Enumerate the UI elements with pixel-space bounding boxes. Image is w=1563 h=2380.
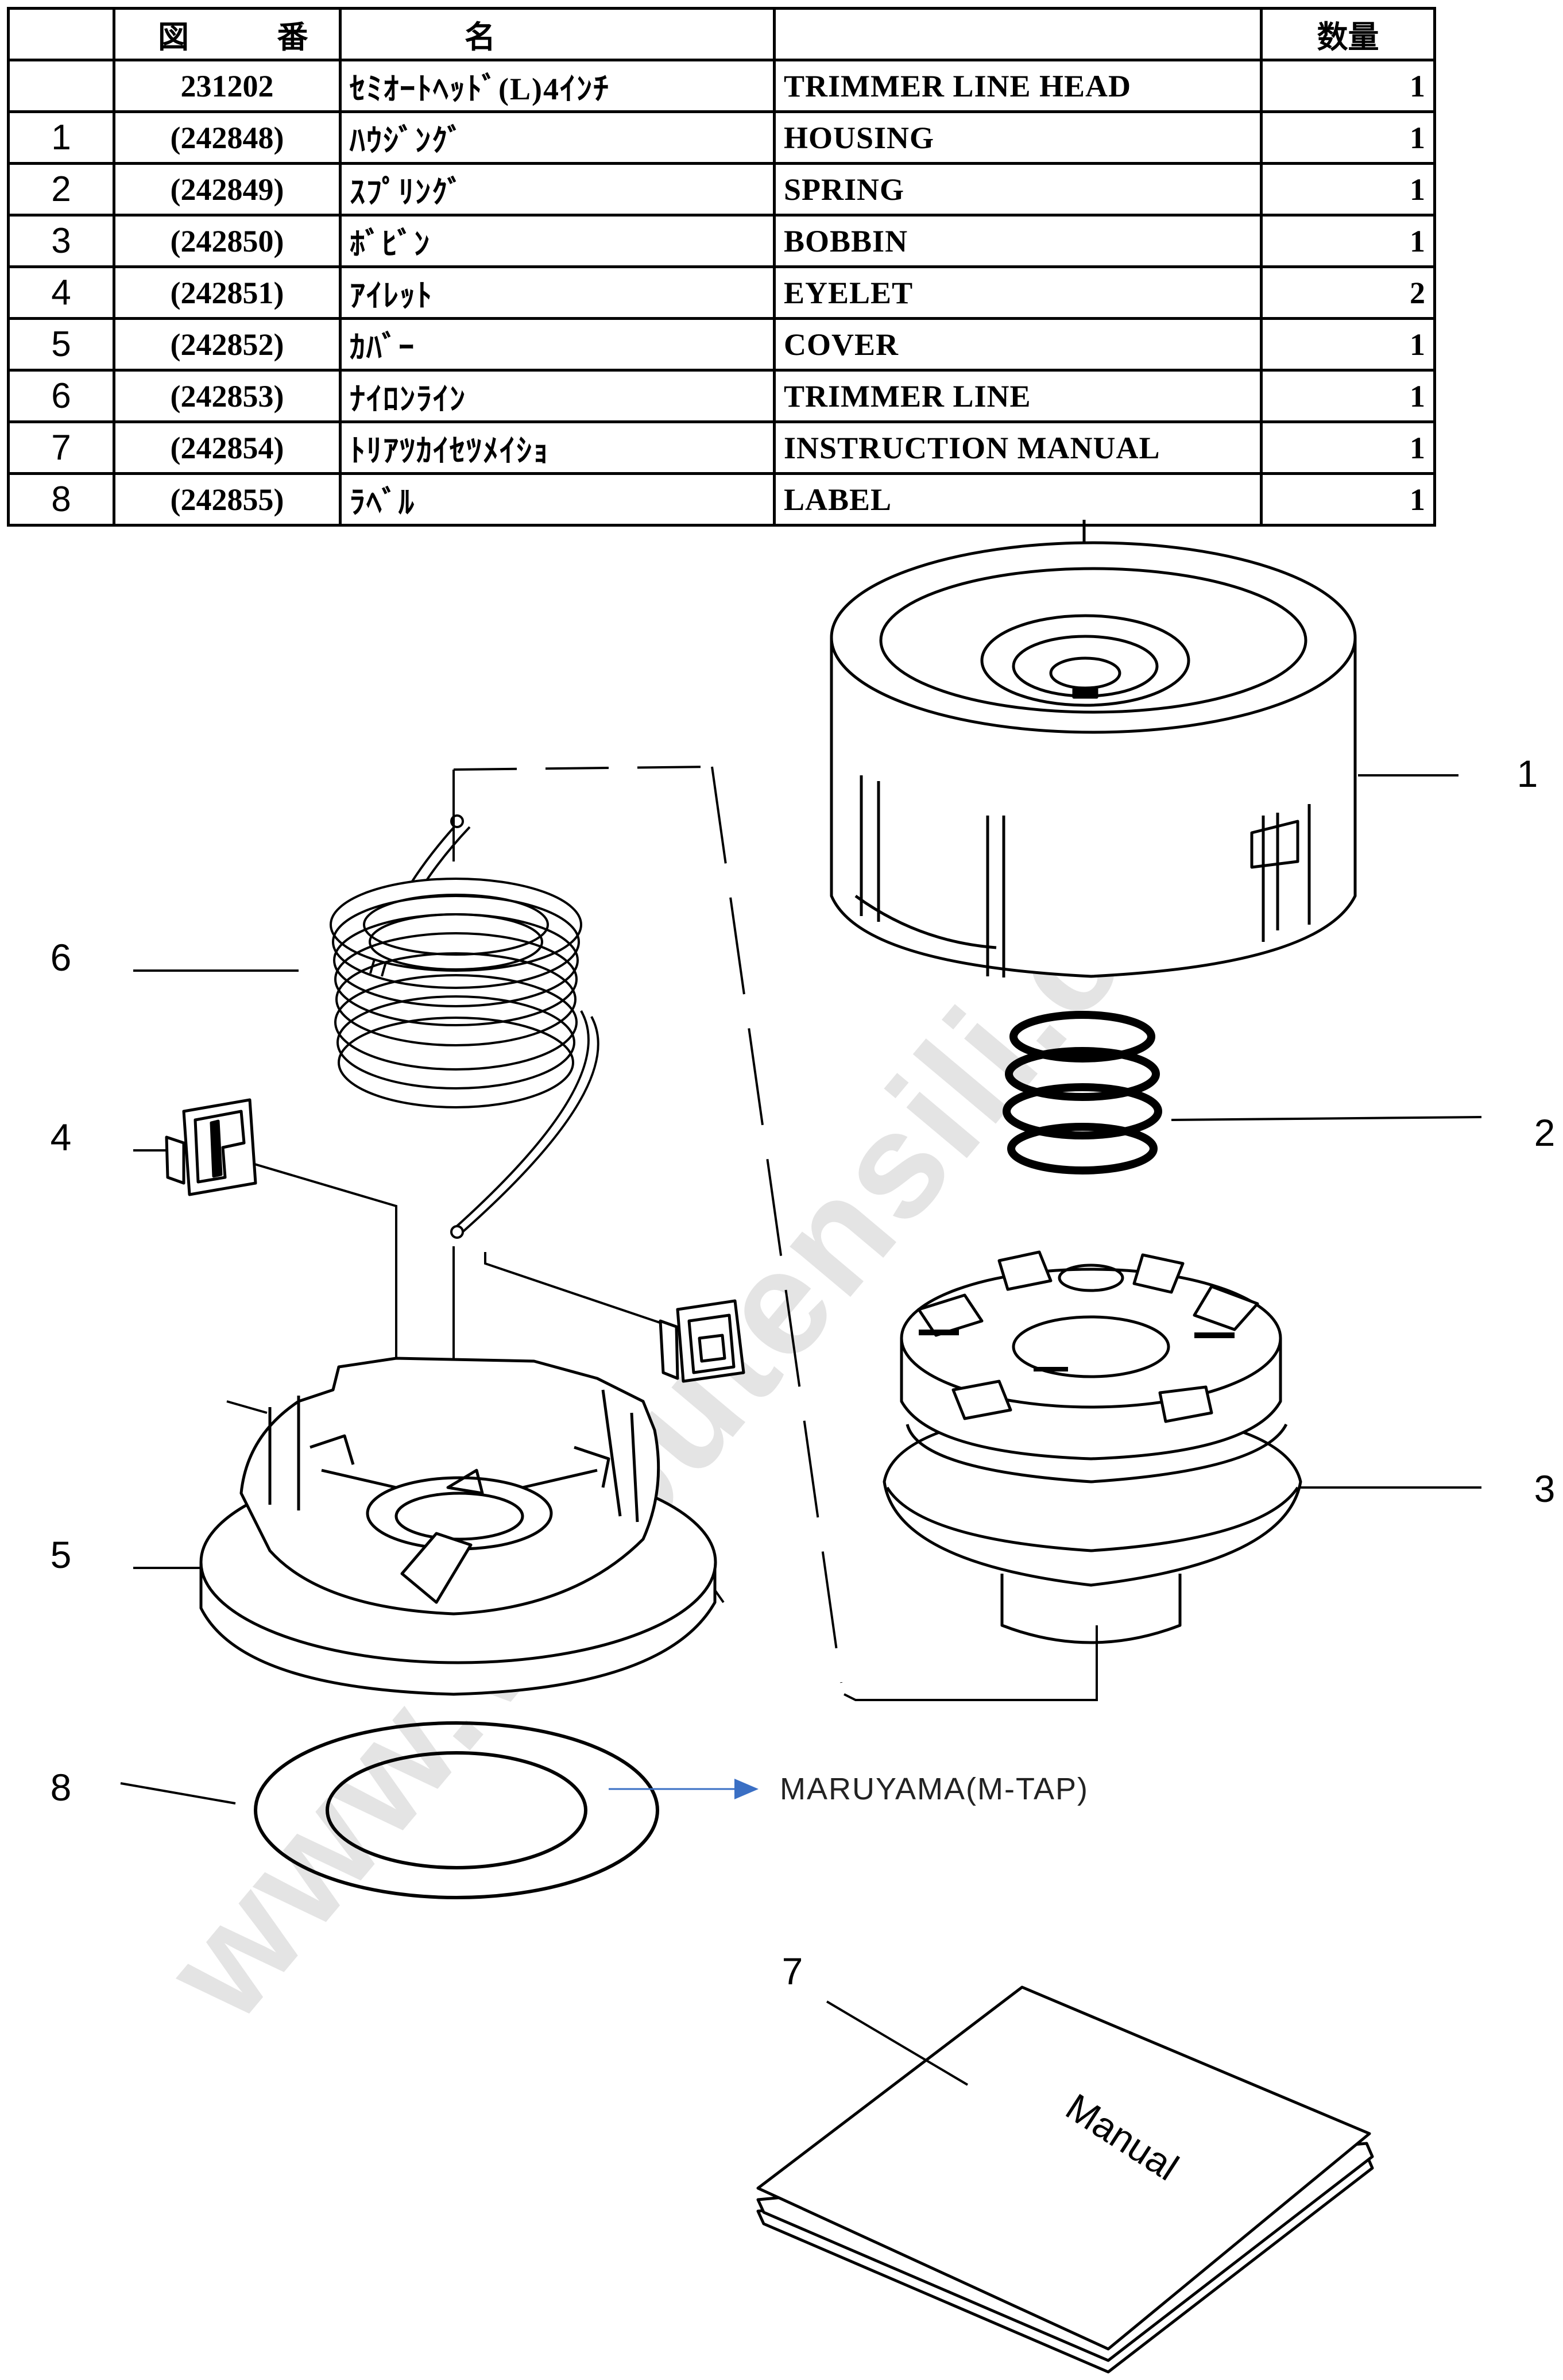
cell-name-en: INSTRUCTION MANUAL — [773, 420, 1263, 475]
cell-qty: 1 — [1260, 110, 1436, 165]
cell-no: 5 — [7, 317, 115, 372]
cell-no: 7 — [7, 420, 115, 475]
cell-part-code: (242851) — [113, 265, 342, 320]
spring-part — [1003, 1011, 1162, 1174]
callout-6: 6 — [51, 936, 72, 979]
label-part — [254, 1721, 659, 1899]
cell-name-jp: ｽﾌﾟﾘﾝｸﾞ — [339, 162, 776, 217]
cell-name-en: COVER — [773, 317, 1263, 372]
cell-no: 8 — [7, 472, 115, 527]
cell-name-en: BOBBIN — [773, 214, 1263, 268]
watermark-text: www.vicoutensili.com — [132, 699, 1305, 2051]
callout-5: 5 — [51, 1533, 72, 1576]
watermark: www.vicoutensili.com — [132, 699, 1305, 2051]
table-row: 5 (242852) ｶﾊﾞｰ COVER 1 — [7, 317, 1436, 372]
cell-no: 3 — [7, 214, 115, 268]
cell-qty: 2 — [1260, 265, 1436, 320]
table-row: 6 (242853) ﾅｲﾛﾝﾗｲﾝ TRIMMER LINE 1 — [7, 369, 1436, 423]
callout-2: 2 — [1534, 1111, 1556, 1154]
cell-name-jp: ﾄﾘｱﾂｶｲｾﾂﾒｲｼｮ — [339, 420, 776, 475]
label-annotation: MARUYAMA(M-TAP) — [780, 1772, 1089, 1806]
bobbin-part — [883, 1250, 1302, 1644]
cell-name-jp: ﾎﾞﾋﾞﾝ — [339, 214, 776, 268]
table-row: 2 (242849) ｽﾌﾟﾘﾝｸﾞ SPRING 1 — [7, 162, 1436, 217]
table-row: 7 (242854) ﾄﾘｱﾂｶｲｾﾂﾒｲｼｮ INSTRUCTION MANU… — [7, 420, 1436, 475]
table-row: 4 (242851) ｱｲﾚｯﾄ EYELET 2 — [7, 265, 1436, 320]
header-name-en — [773, 7, 1263, 61]
cover-part — [199, 1357, 717, 1696]
cell-name-en: LABEL — [773, 472, 1263, 527]
table-row: 8 (242855) ﾗﾍﾞﾙ LABEL 1 — [7, 472, 1436, 527]
housing-part — [830, 520, 1357, 978]
cell-no: 1 — [7, 110, 115, 165]
manual-part — [756, 1985, 1374, 2374]
cell-no: 2 — [7, 162, 115, 217]
header-fig-no: 図 番 — [113, 7, 342, 61]
manual-text: Manual — [1059, 2085, 1186, 2189]
cell-qty: 1 — [1260, 317, 1436, 372]
cell-name-jp: ﾊｳｼﾞﾝｸﾞ — [339, 110, 776, 165]
callout-4: 4 — [51, 1116, 72, 1158]
cell-name-jp: ﾗﾍﾞﾙ — [339, 472, 776, 527]
cell-no — [7, 59, 115, 113]
cell-name-jp: ﾅｲﾛﾝﾗｲﾝ — [339, 369, 776, 423]
assembly-guide-lines — [226, 766, 1098, 1701]
cell-name-en: TRIMMER LINE HEAD — [773, 59, 1263, 113]
parts-table: 図 番 名 称 数量 231202 ｾﾐｵｰﾄﾍｯﾄﾞ(L)4ｲﾝﾁ TRIMM… — [7, 7, 1436, 527]
cell-part-code: (242850) — [113, 214, 342, 268]
cell-qty: 1 — [1260, 420, 1436, 475]
cell-no: 6 — [7, 369, 115, 423]
cell-qty: 1 — [1260, 369, 1436, 423]
leader-line-8 — [120, 1782, 236, 1805]
cell-part-code: 231202 — [113, 59, 342, 113]
cell-qty: 1 — [1260, 472, 1436, 527]
header-qty: 数量 — [1260, 7, 1436, 61]
table-row: 1 (242848) ﾊｳｼﾞﾝｸﾞ HOUSING 1 — [7, 110, 1436, 165]
cell-part-code: (242854) — [113, 420, 342, 475]
cell-name-en: EYELET — [773, 265, 1263, 320]
callout-3: 3 — [1534, 1467, 1556, 1510]
cell-name-en: SPRING — [773, 162, 1263, 217]
callout-1: 1 — [1517, 752, 1538, 795]
cell-qty: 1 — [1260, 214, 1436, 268]
cell-name-jp: ｱｲﾚｯﾄ — [339, 265, 776, 320]
table-header-row: 図 番 名 称 数量 — [7, 7, 1436, 61]
table-row: 3 (242850) ﾎﾞﾋﾞﾝ BOBBIN 1 — [7, 214, 1436, 268]
cell-part-code: (242855) — [113, 472, 342, 527]
cell-qty: 1 — [1260, 162, 1436, 217]
cell-part-code: (242852) — [113, 317, 342, 372]
trimmer-line-coil — [330, 814, 599, 1239]
cell-name-en: TRIMMER LINE — [773, 369, 1263, 423]
cell-part-code: (242853) — [113, 369, 342, 423]
cell-name-jp: ｶﾊﾞｰ — [339, 317, 776, 372]
cell-part-code: (242849) — [113, 162, 342, 217]
cell-qty: 1 — [1260, 59, 1436, 113]
leader-line-2 — [1171, 1116, 1482, 1121]
eyelet-part-left — [165, 1098, 257, 1196]
callout-7: 7 — [782, 1950, 803, 1992]
manual-title: Manual — [1059, 2085, 1186, 2189]
cell-name-jp: ｾﾐｵｰﾄﾍｯﾄﾞ(L)4ｲﾝﾁ — [339, 59, 776, 113]
table-row: 231202 ｾﾐｵｰﾄﾍｯﾄﾞ(L)4ｲﾝﾁ TRIMMER LINE HEA… — [7, 59, 1436, 113]
eyelet-part-right — [659, 1299, 745, 1383]
header-no — [7, 7, 115, 61]
leader-line-7 — [826, 2000, 969, 2086]
header-name-jp: 名 称 — [339, 7, 776, 61]
cell-name-en: HOUSING — [773, 110, 1263, 165]
cell-no: 4 — [7, 265, 115, 320]
callout-8: 8 — [51, 1766, 72, 1809]
cell-part-code: (242848) — [113, 110, 342, 165]
